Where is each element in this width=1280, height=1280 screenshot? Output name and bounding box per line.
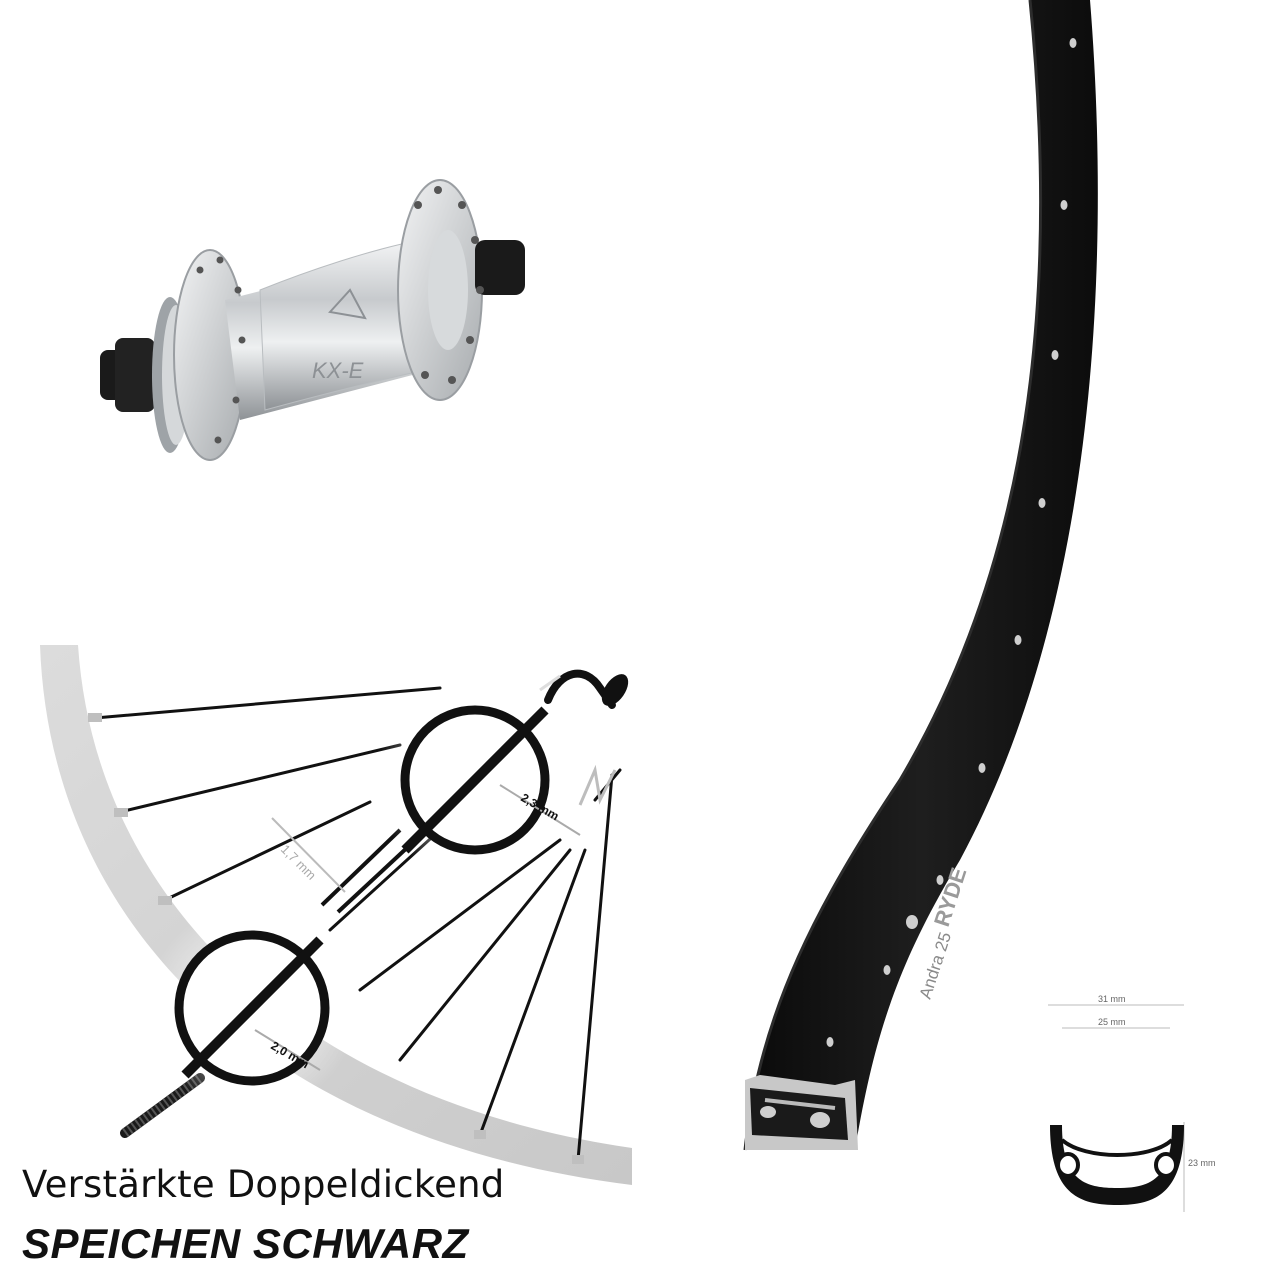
rim-cross-section xyxy=(745,1075,858,1150)
rim-image: RYDE Andra 25 xyxy=(743,0,1098,1151)
headline-line1: Verstärkte Doppeldickend xyxy=(22,1163,505,1206)
hub-logo: KX-E xyxy=(312,358,364,383)
spoke-diagram: 1,7 mm 2,3 mm 2,0 mm xyxy=(40,645,632,1185)
spoke-head xyxy=(544,669,616,709)
outer-width-label: 31 mm xyxy=(1098,994,1126,1004)
magnifier-bottom: 2,0 mm xyxy=(147,903,357,1113)
magnifier-top: 2,3 mm xyxy=(375,680,581,880)
headline-line2: SPEICHEN SCHWARZ xyxy=(22,1220,469,1267)
height-label: 23 mm xyxy=(1188,1158,1216,1168)
hub-image: KX-E xyxy=(100,179,525,461)
middle-thickness-label: 1,7 mm xyxy=(278,842,319,883)
spoke-middle-section: 1,7 mm xyxy=(271,817,412,914)
inner-width-label: 25 mm xyxy=(1098,1017,1126,1027)
rim-arc xyxy=(40,645,632,1185)
rim-profile-diagram xyxy=(1048,1004,1185,1212)
rim-model: Andra 25 xyxy=(916,930,955,1001)
